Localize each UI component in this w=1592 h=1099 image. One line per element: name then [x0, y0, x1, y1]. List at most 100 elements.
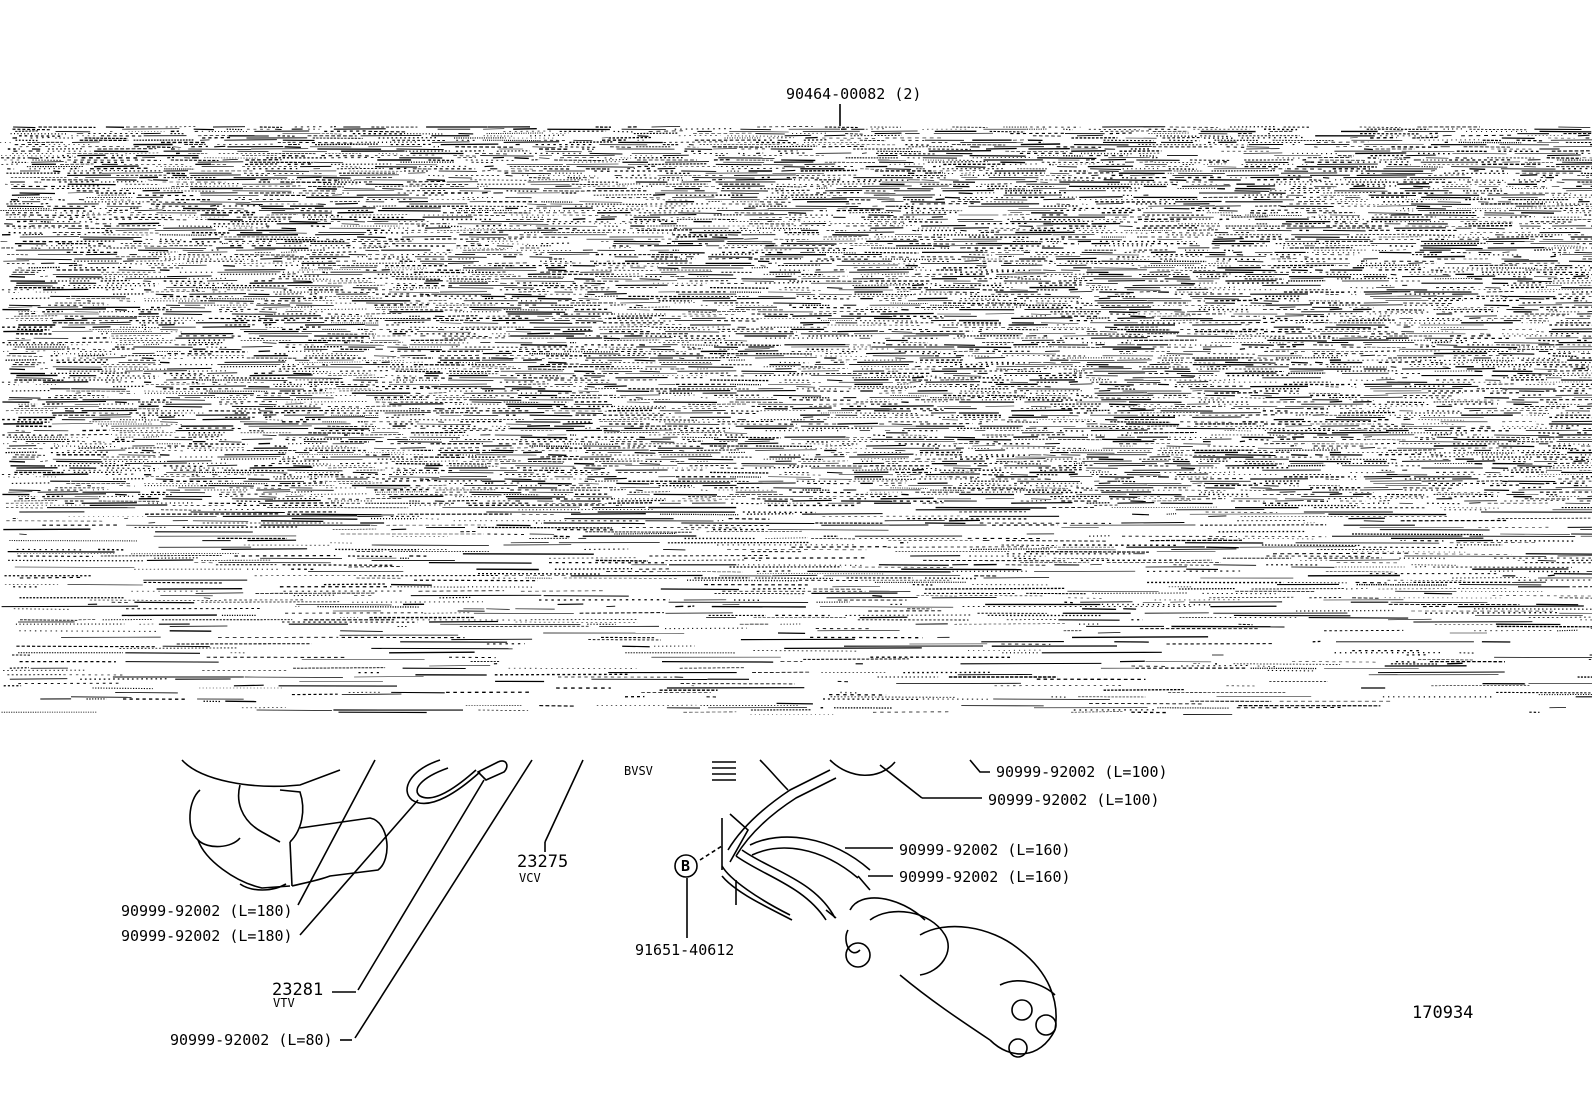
- noise-stroke: [709, 379, 770, 382]
- noise-stroke: [9, 368, 26, 371]
- noise-stroke: [661, 271, 713, 273]
- noise-stroke: [163, 372, 204, 375]
- noise-stroke: [948, 291, 980, 293]
- noise-stroke: [1050, 172, 1070, 175]
- noise-stroke: [1351, 293, 1357, 296]
- noise-stroke: [92, 348, 105, 351]
- noise-stroke: [1181, 185, 1231, 187]
- noise-stroke: [578, 390, 599, 392]
- noise-stroke: [1466, 367, 1496, 370]
- noise-stroke: [637, 135, 649, 137]
- noise-stroke: [1552, 372, 1592, 374]
- noise-stroke: [1272, 139, 1335, 142]
- noise-stroke: [875, 152, 935, 155]
- noise-stroke: [472, 394, 511, 397]
- noise-stroke: [1090, 337, 1148, 339]
- noise-stroke: [217, 143, 276, 145]
- noise-stroke: [504, 293, 532, 296]
- noise-stroke: [101, 180, 146, 183]
- noise-stroke: [178, 225, 229, 228]
- noise-stroke: [1369, 313, 1427, 315]
- noise-stroke: [724, 340, 748, 342]
- noise-stroke: [1007, 218, 1014, 220]
- noise-stroke: [708, 256, 753, 258]
- noise-stroke: [210, 205, 216, 207]
- noise-stroke: [1546, 157, 1581, 159]
- noise-stroke: [1502, 333, 1538, 335]
- noise-stroke: [1124, 251, 1146, 253]
- noise-stroke: [151, 253, 170, 256]
- noise-stroke: [860, 168, 882, 170]
- noise-stroke: [1442, 403, 1452, 406]
- noise-stroke: [1534, 248, 1554, 251]
- noise-stroke: [163, 280, 204, 283]
- noise-stroke: [105, 229, 113, 232]
- noise-stroke: [254, 379, 288, 381]
- noise-stroke: [182, 249, 204, 251]
- noise-stroke: [107, 375, 159, 377]
- noise-stroke: [1122, 177, 1139, 179]
- noise-stroke: [836, 264, 899, 266]
- noise-stroke: [518, 291, 549, 293]
- noise-stroke: [1014, 297, 1031, 300]
- noise-stroke: [527, 181, 579, 183]
- noise-stroke: [540, 363, 579, 366]
- noise-stroke: [927, 161, 988, 163]
- noise-stroke: [1401, 368, 1451, 370]
- noise-stroke: [1476, 319, 1497, 322]
- noise-stroke: [572, 375, 578, 377]
- noise-stroke: [1096, 203, 1124, 205]
- noise-stroke: [1356, 233, 1408, 236]
- noise-stroke: [1139, 383, 1159, 385]
- noise-stroke: [796, 293, 816, 296]
- noise-stroke: [1344, 335, 1387, 337]
- noise-stroke: [8, 399, 33, 401]
- noise-stroke: [202, 326, 251, 328]
- noise-stroke: [1547, 277, 1591, 280]
- noise-stroke: [1366, 346, 1406, 348]
- noise-stroke: [123, 232, 160, 234]
- noise-stroke: [1090, 168, 1122, 170]
- noise-stroke: [567, 176, 582, 179]
- noise-stroke: [13, 126, 36, 129]
- noise-stroke: [448, 278, 487, 280]
- noise-stroke: [341, 223, 360, 225]
- noise-stroke: [326, 238, 380, 241]
- noise-stroke: [527, 203, 547, 205]
- noise-stroke: [99, 321, 131, 324]
- noise-stroke: [1376, 205, 1417, 207]
- noise-stroke: [650, 348, 675, 351]
- noise-stroke: [428, 174, 447, 177]
- noise-stroke: [593, 222, 651, 225]
- noise-stroke: [447, 287, 494, 289]
- noise-stroke: [421, 263, 445, 265]
- noise-stroke: [911, 376, 925, 379]
- noise-stroke: [1180, 282, 1196, 285]
- noise-stroke: [777, 139, 789, 142]
- noise-stroke: [1378, 361, 1423, 364]
- noise-stroke: [604, 293, 627, 295]
- noise-stroke: [569, 141, 614, 144]
- noise-stroke: [134, 209, 163, 212]
- noise-stroke: [275, 242, 303, 244]
- noise-stroke: [1545, 282, 1592, 284]
- noise-stroke: [613, 130, 634, 133]
- noise-stroke: [1322, 229, 1366, 232]
- noise-stroke: [557, 299, 590, 302]
- noise-stroke: [730, 192, 759, 194]
- noise-stroke: [1469, 317, 1481, 319]
- noise-stroke: [1323, 192, 1377, 194]
- noise-stroke: [975, 249, 989, 252]
- noise-stroke: [980, 231, 1000, 234]
- noise-stroke: [189, 293, 247, 295]
- noise-stroke: [1055, 163, 1098, 165]
- noise-stroke: [1466, 275, 1496, 278]
- noise-stroke: [828, 177, 842, 179]
- noise-stroke: [164, 354, 177, 357]
- noise-stroke: [548, 269, 567, 272]
- noise-stroke: [309, 385, 319, 388]
- noise-stroke: [580, 348, 599, 351]
- noise-stroke: [396, 148, 444, 151]
- noise-stroke: [129, 214, 161, 216]
- noise-stroke: [927, 260, 952, 263]
